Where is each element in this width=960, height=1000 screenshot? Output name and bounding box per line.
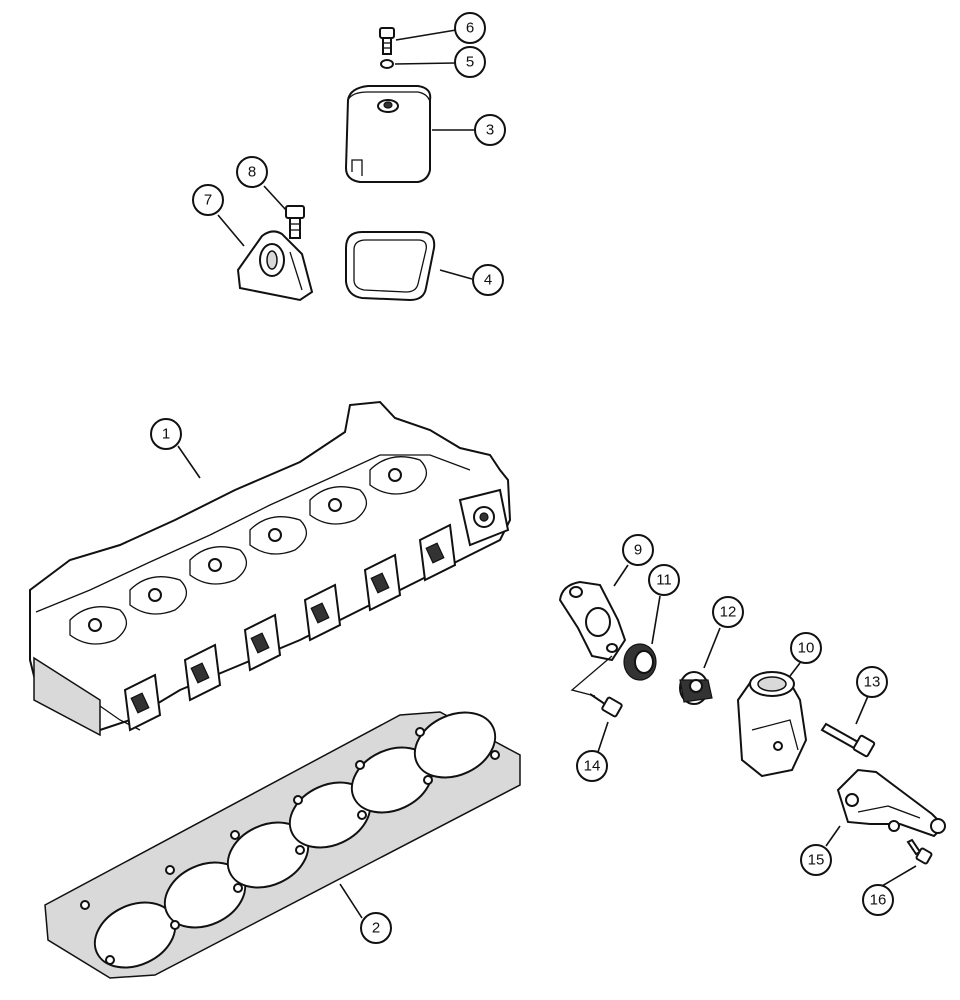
callout-4: 4	[472, 264, 504, 296]
callout-1: 1	[150, 418, 182, 450]
callout-16: 16	[862, 884, 894, 916]
lifting-bracket-part-7	[236, 230, 314, 302]
callout-3: 3	[474, 114, 506, 146]
callout-14: 14	[576, 750, 608, 782]
svg-text:6: 6	[466, 20, 474, 37]
cover-part-3	[344, 85, 432, 183]
callout-6: 6	[454, 12, 486, 44]
bracket-bolt-part-8	[285, 205, 305, 239]
svg-text:2: 2	[372, 920, 380, 937]
leader-16	[881, 865, 917, 887]
leader-8	[263, 185, 287, 211]
thermostat-part-12	[679, 671, 713, 705]
leader-13	[855, 695, 869, 725]
leader-lines	[177, 29, 917, 919]
leader-12	[703, 627, 721, 669]
leader-10	[789, 662, 801, 677]
svg-text:7: 7	[204, 192, 212, 209]
leader-15	[825, 825, 841, 847]
leader-7	[217, 214, 245, 247]
callout-5: 5	[454, 46, 486, 78]
leader-2	[339, 883, 363, 919]
gasket-bolt-part-14	[589, 693, 623, 718]
svg-text:12: 12	[720, 604, 737, 621]
svg-text:13: 13	[864, 674, 881, 691]
leader-6	[395, 29, 457, 41]
washer-part-5	[380, 59, 394, 69]
callout-10: 10	[790, 632, 822, 664]
housing-bracket-part-15	[836, 768, 946, 838]
svg-text:1: 1	[162, 426, 170, 443]
svg-text:5: 5	[466, 54, 474, 71]
svg-text:16: 16	[870, 892, 887, 909]
cover-gasket-part-4	[345, 231, 436, 302]
leader-4	[439, 269, 473, 280]
head-gasket-part-2	[44, 711, 521, 979]
housing-bolt-part-13	[820, 722, 876, 758]
callout-11: 11	[648, 564, 680, 596]
callout-12: 12	[712, 596, 744, 628]
svg-text:9: 9	[634, 542, 642, 559]
svg-text:10: 10	[798, 640, 815, 657]
thermostat-housing-part-10	[736, 671, 808, 778]
callout-7: 7	[192, 184, 224, 216]
cylinder-head-part-1	[29, 400, 512, 737]
svg-text:8: 8	[248, 164, 256, 181]
callout-2: 2	[360, 912, 392, 944]
leader-9	[613, 564, 629, 587]
callout-13: 13	[856, 666, 888, 698]
thermostat-gasket-part-9	[558, 580, 627, 697]
svg-text:4: 4	[484, 272, 492, 289]
callout-8: 8	[236, 156, 268, 188]
svg-text:3: 3	[486, 122, 494, 139]
svg-text:14: 14	[584, 758, 601, 775]
leader-14	[597, 721, 609, 753]
seal-part-11	[623, 643, 657, 681]
callout-9: 9	[622, 534, 654, 566]
bracket-screw-part-16	[906, 838, 933, 865]
leader-1	[177, 445, 201, 479]
leader-5	[394, 62, 456, 65]
callout-15: 15	[800, 844, 832, 876]
svg-text:11: 11	[656, 572, 672, 589]
screw-part-6	[379, 27, 395, 55]
svg-text:15: 15	[808, 852, 825, 869]
leader-11	[651, 595, 661, 645]
